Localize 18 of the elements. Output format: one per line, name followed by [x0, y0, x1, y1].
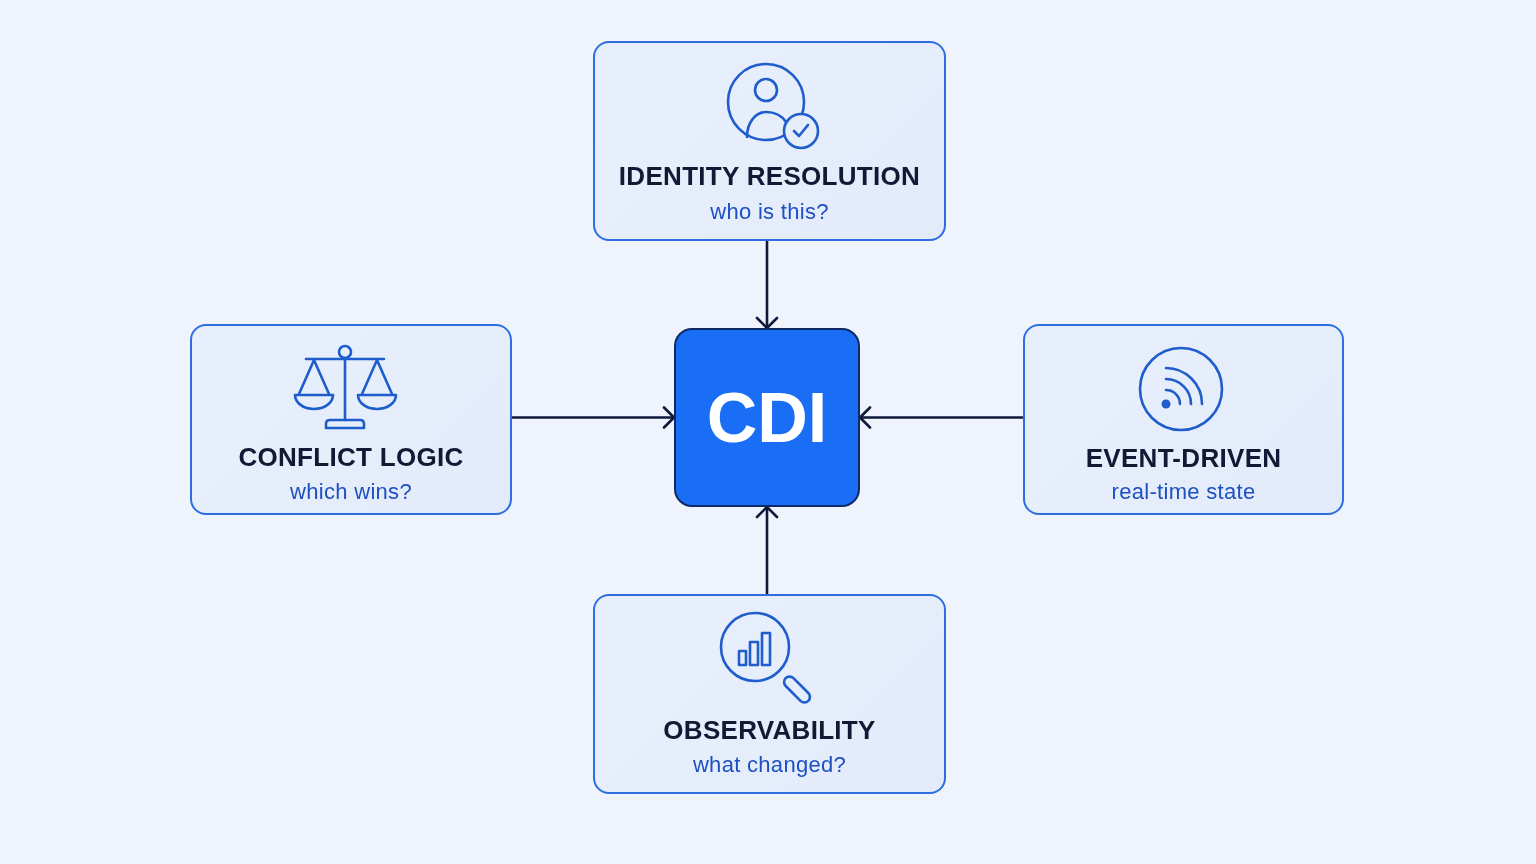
core-box	[674, 328, 860, 507]
process-box	[1023, 324, 1344, 515]
node-title: CDI	[706, 378, 828, 458]
arrow	[755, 505, 779, 594]
node-title: IDENTITY RESOLUTION	[618, 161, 921, 191]
node-title: EVENT-DRIVEN	[1085, 443, 1282, 473]
node-title: OBSERVABILITY	[663, 715, 876, 745]
arrow	[858, 406, 1023, 429]
node-subtitle: which wins?	[290, 479, 412, 505]
node-title: CONFLICT LOGIC	[238, 442, 464, 472]
process-box	[190, 324, 512, 515]
node-subtitle: what changed?	[692, 752, 847, 778]
process-box	[593, 594, 946, 794]
arrow	[512, 406, 676, 429]
node-subtitle: who is this?	[710, 199, 829, 225]
arrow	[755, 241, 779, 330]
node-subtitle: real-time state	[1111, 479, 1256, 505]
process-box	[593, 41, 946, 241]
